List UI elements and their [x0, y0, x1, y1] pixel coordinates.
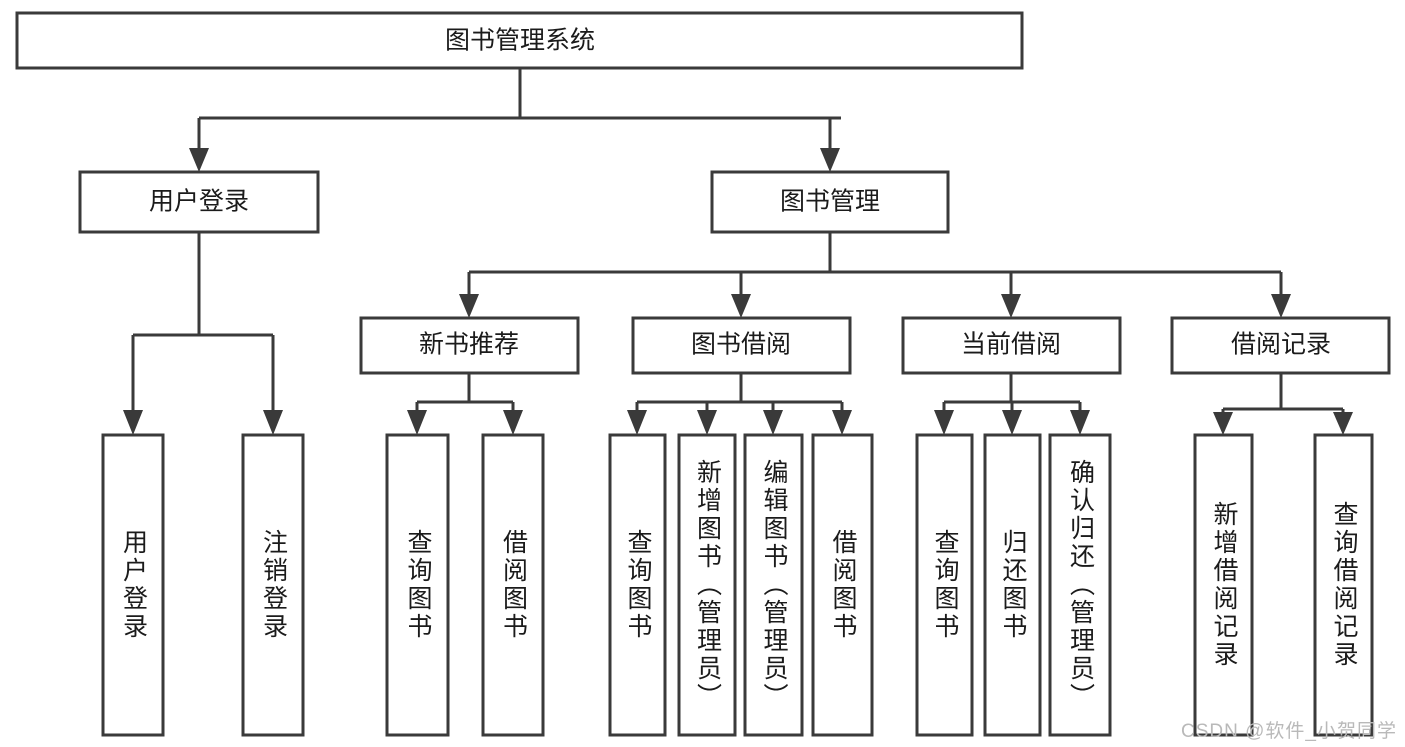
node-borrow-record-label: 借阅记录 — [1231, 331, 1331, 359]
arrow-userlogin-leaf-2 — [263, 410, 283, 435]
arrow-recommend-leaf-2 — [503, 410, 523, 435]
node-book-manage-box[interactable] — [710, 170, 950, 234]
node-user-login-box[interactable] — [78, 170, 320, 234]
node-leaf-borrow-book-1-box[interactable] — [481, 433, 545, 737]
node-user-login-label: 用户登录 — [149, 188, 249, 216]
arrow-record-leaf-2 — [1333, 412, 1353, 435]
node-new-book-recommend-box[interactable] — [359, 316, 580, 375]
arrow-borrow-leaf-2 — [697, 410, 717, 435]
arrow-borrow-leaf-1 — [627, 410, 647, 435]
node-book-borrow-box[interactable] — [631, 316, 852, 375]
arrow-current-leaf-3 — [1070, 410, 1090, 435]
connector-layer — [123, 68, 1353, 435]
node-leaf-user-login-box[interactable] — [101, 433, 165, 737]
node-book-borrow-label: 图书借阅 — [691, 331, 791, 359]
arrow-bookmanage-to-recommend — [459, 294, 479, 318]
node-book-manage-label: 图书管理 — [780, 188, 880, 216]
watermark: CSDN @软件_小贺同学 — [1181, 721, 1397, 742]
arrow-bookmanage-to-borrow — [731, 294, 751, 318]
arrow-bookmanage-to-record — [1271, 294, 1291, 318]
arrow-recommend-leaf-1 — [407, 410, 427, 435]
node-leaf-logout-box[interactable] — [241, 433, 305, 737]
arrow-root-to-user-login — [189, 148, 209, 172]
node-leaf-query-record-box[interactable] — [1313, 433, 1374, 737]
arrow-borrow-leaf-3 — [763, 410, 783, 435]
node-root-box[interactable] — [15, 11, 1024, 70]
node-leaf-add-book-box[interactable] — [677, 433, 737, 737]
arrow-current-leaf-1 — [934, 410, 954, 435]
arrow-borrow-leaf-4 — [832, 410, 852, 435]
node-current-borrow-box[interactable] — [901, 316, 1122, 375]
node-layer: 图书管理系统 用户登录 图书管理 新书推荐 图书借阅 当前借阅 借阅记录 — [15, 11, 1391, 737]
node-leaf-query-book-2-box[interactable] — [608, 433, 667, 737]
node-leaf-add-record-box[interactable] — [1193, 433, 1254, 737]
node-leaf-query-book-3-box[interactable] — [915, 433, 974, 737]
arrow-record-leaf-1 — [1213, 412, 1233, 435]
arrow-userlogin-leaf-1 — [123, 410, 143, 435]
node-new-book-recommend-label: 新书推荐 — [419, 331, 519, 359]
arrow-current-leaf-2 — [1002, 410, 1022, 435]
node-borrow-record-box[interactable] — [1170, 316, 1391, 375]
node-leaf-return-book-box[interactable] — [983, 433, 1042, 737]
node-leaf-query-book-1-box[interactable] — [385, 433, 450, 737]
node-leaf-confirm-return-box[interactable] — [1048, 433, 1112, 737]
node-current-borrow-label: 当前借阅 — [961, 331, 1061, 359]
node-root-label: 图书管理系统 — [445, 27, 595, 55]
node-leaf-borrow-book-2-box[interactable] — [811, 433, 874, 737]
arrow-bookmanage-to-current — [1001, 294, 1021, 318]
node-leaf-edit-book-box[interactable] — [743, 433, 804, 737]
arrow-root-to-book-manage — [820, 148, 840, 172]
